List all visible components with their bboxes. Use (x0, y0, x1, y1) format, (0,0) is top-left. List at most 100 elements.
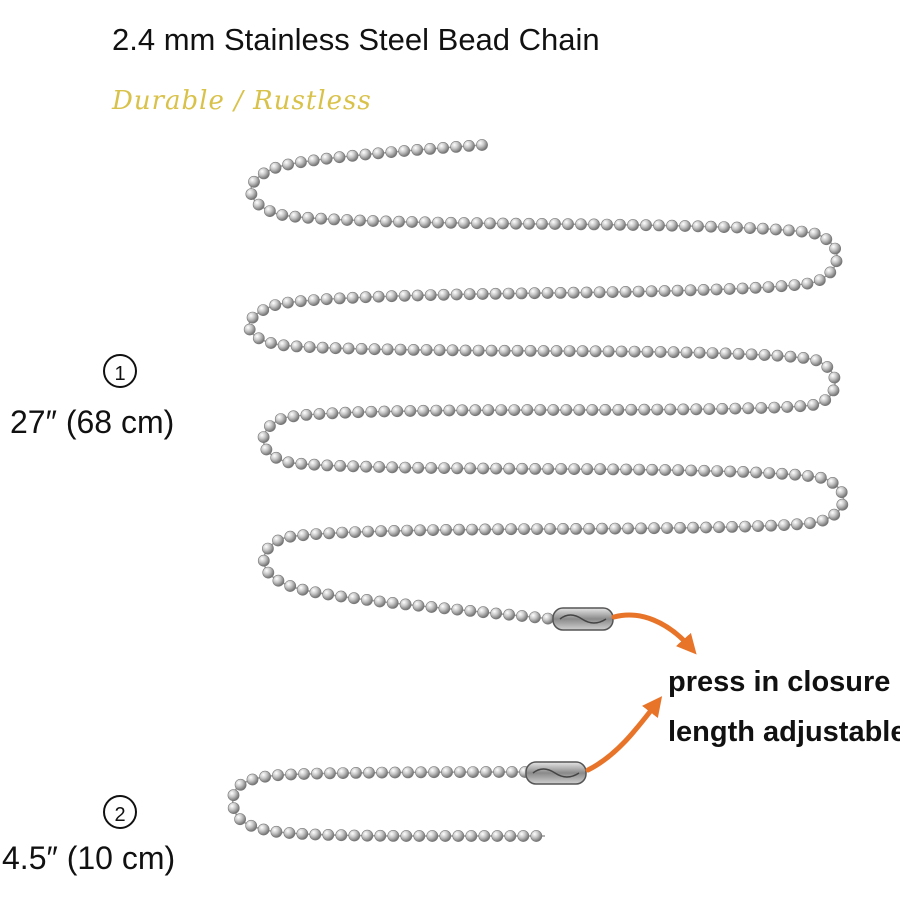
bead (354, 214, 366, 227)
bead (836, 498, 849, 511)
bead (801, 277, 814, 290)
bead (363, 766, 375, 779)
bead (808, 227, 821, 240)
bead (334, 459, 347, 472)
bead (465, 830, 478, 842)
bead (615, 345, 628, 358)
bead (659, 464, 672, 476)
bead (257, 304, 270, 316)
bead (450, 140, 462, 153)
bead (246, 311, 259, 324)
bead (389, 766, 401, 779)
bead (658, 285, 671, 297)
bead (464, 462, 477, 475)
bead (374, 829, 387, 842)
bead (810, 354, 823, 367)
bead (815, 471, 827, 484)
bead (505, 523, 517, 536)
bead (320, 293, 333, 306)
bead (372, 290, 385, 303)
bead (234, 778, 247, 791)
bead (620, 463, 633, 476)
bead (744, 222, 756, 234)
bead (625, 403, 638, 416)
bead (529, 462, 542, 475)
bead (285, 768, 297, 781)
bead (674, 522, 686, 534)
bead (479, 523, 491, 536)
bead (381, 343, 394, 356)
chain-number-1: 1 (103, 354, 137, 388)
bead (632, 285, 645, 298)
bead (508, 404, 521, 416)
bead (333, 292, 346, 305)
bead (653, 219, 665, 232)
bead (328, 213, 340, 226)
bead (336, 526, 349, 539)
bead (415, 766, 427, 779)
bead (813, 274, 826, 286)
bead (445, 216, 457, 229)
bead (789, 468, 801, 481)
bead (398, 289, 411, 302)
clasp-2 (525, 761, 587, 785)
bead (476, 288, 489, 300)
bead (296, 583, 309, 596)
bead (542, 463, 555, 475)
bead (294, 295, 307, 308)
bead (537, 345, 550, 357)
bead (309, 828, 322, 841)
bead (750, 466, 763, 479)
bead (804, 517, 816, 530)
bead (690, 403, 703, 416)
bead (797, 351, 810, 364)
bead (491, 830, 504, 842)
bead (778, 519, 790, 531)
bead (713, 521, 725, 534)
bead (467, 766, 479, 778)
bead (763, 467, 776, 479)
bead (414, 524, 426, 537)
bead (490, 462, 503, 475)
bead (705, 220, 717, 233)
bead (323, 527, 336, 540)
bead (466, 523, 478, 536)
bead (745, 348, 758, 361)
bead (300, 408, 313, 421)
bead (315, 212, 327, 225)
bead (309, 586, 322, 599)
bead (794, 400, 807, 413)
bead (827, 384, 840, 397)
bead (723, 283, 736, 295)
bead (711, 465, 724, 477)
bead (297, 529, 310, 542)
bead (463, 288, 476, 301)
chain-number-2: 2 (103, 795, 137, 829)
bead (274, 413, 287, 425)
bead (310, 528, 323, 540)
bead (679, 220, 691, 232)
bead (339, 406, 352, 419)
bead (246, 773, 259, 786)
bead (248, 175, 260, 188)
bead (820, 233, 833, 246)
bead (252, 332, 265, 345)
bead (557, 523, 569, 535)
bead (685, 464, 698, 477)
bead (549, 218, 561, 230)
bead (478, 830, 491, 842)
bead (492, 523, 504, 536)
bead (262, 566, 275, 579)
bead (413, 830, 426, 842)
bead (367, 215, 379, 227)
bead (609, 522, 621, 535)
bead (692, 220, 704, 233)
bead (456, 404, 469, 417)
chain-length-1: 27″ (68 cm) (10, 404, 175, 440)
bead (562, 218, 574, 231)
bead (601, 218, 613, 231)
bead (770, 223, 782, 236)
bead (749, 281, 762, 294)
bead (697, 283, 710, 296)
